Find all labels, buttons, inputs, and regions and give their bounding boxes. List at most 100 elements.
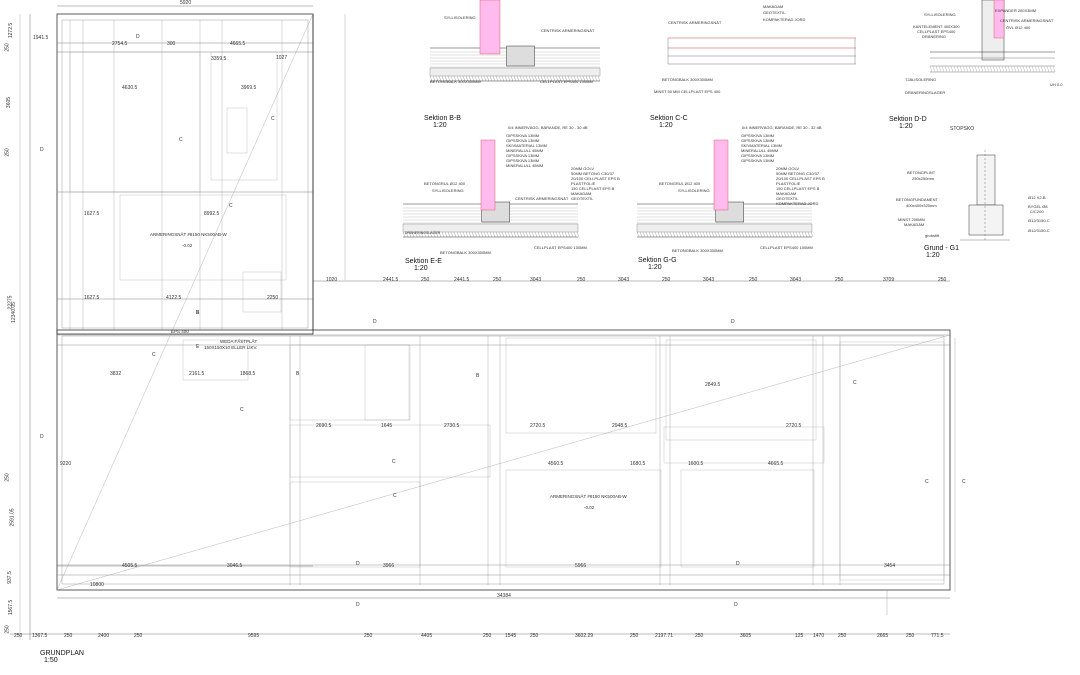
line xyxy=(992,65,996,73)
line xyxy=(540,75,544,82)
sec-b-label-1: SYLLISOLERING xyxy=(432,188,464,193)
sec-c-balk: BETONGBALK 300X300MM xyxy=(672,248,723,253)
row-dimension: 3709 xyxy=(883,277,895,283)
line xyxy=(435,231,439,238)
room-letter: D xyxy=(40,434,44,440)
line xyxy=(564,75,568,82)
line xyxy=(438,231,442,238)
line xyxy=(456,75,460,82)
line xyxy=(977,65,981,73)
gips-b-5: GIPSSKIVA 13MM xyxy=(506,158,540,163)
row-dimension: 1020 xyxy=(326,277,338,283)
rect xyxy=(663,426,825,464)
section-ee-title: Sektion E-E xyxy=(405,258,442,265)
inner-dimension: 1941.5 xyxy=(33,35,49,41)
room-letter: B xyxy=(476,373,480,379)
bottom-dimension: 3605 xyxy=(740,633,752,639)
room-letter: E xyxy=(196,310,200,316)
inner-dimension: 4505.5 xyxy=(122,563,138,569)
gips-b-4: GIPSSKIVA 13MM xyxy=(506,153,540,158)
line xyxy=(444,231,448,238)
line xyxy=(468,231,472,238)
top-r-1: CENTRISK ARMERINGSNÄT xyxy=(1000,18,1054,23)
line xyxy=(711,231,715,238)
line xyxy=(405,231,409,238)
line xyxy=(471,75,475,82)
fund-size-label: 400x400x320mm xyxy=(906,203,937,208)
bottom-dimension: 771.5 xyxy=(931,633,944,639)
minst-label: MINST 200MM xyxy=(898,217,925,222)
line xyxy=(513,231,517,238)
line xyxy=(501,75,505,82)
section-gg-scale: 1:20 xyxy=(648,264,662,271)
floor-c-6: GEOTEXTIL xyxy=(776,196,799,201)
inner-dimension: 1645 xyxy=(381,423,393,429)
rect xyxy=(56,329,951,591)
room-letter: D xyxy=(136,34,140,40)
bottom-dimension: 1367.5 xyxy=(32,633,48,639)
line xyxy=(741,231,745,238)
line xyxy=(423,231,427,238)
row-dimension: 3043 xyxy=(790,277,802,283)
line xyxy=(1028,65,1032,73)
line xyxy=(929,65,933,73)
line xyxy=(980,65,984,73)
top-mid-2: MINST 50 MM CELLPLAST EPS 400 xyxy=(654,89,721,94)
line xyxy=(495,231,499,238)
line xyxy=(648,231,652,238)
line xyxy=(519,75,523,82)
line xyxy=(534,75,538,82)
line xyxy=(702,231,706,238)
sec-b-label-0: BETONGRUL Ø12 400 xyxy=(424,181,466,186)
line xyxy=(693,231,697,238)
line xyxy=(561,231,565,238)
top-r-6: DRÄNERING xyxy=(922,34,947,39)
row-dimension: 2441.5 xyxy=(454,277,470,283)
line xyxy=(938,65,942,73)
bottom-dimension: 9595 xyxy=(248,633,260,639)
gips-c-2: SKIVMATERIAL 13MM xyxy=(741,143,782,148)
line xyxy=(968,65,972,73)
line xyxy=(486,75,490,82)
line xyxy=(498,75,502,82)
bygel-label: BYGEL Ø8 xyxy=(1028,204,1048,209)
gips-c-1: GIPSSKIVA 13MM xyxy=(741,138,775,143)
line xyxy=(429,231,433,238)
inner-dimension: 3454 xyxy=(884,563,896,569)
floor-c-4: 150 CELLPLAST EPS B xyxy=(776,186,820,191)
line xyxy=(495,75,499,82)
left-dimension: 3605 xyxy=(6,96,13,109)
plint-size-label: 250x250mm xyxy=(912,176,935,181)
line xyxy=(792,231,796,238)
room-letter: C xyxy=(853,380,857,386)
top-r-5: CELLPLAST EPS400 xyxy=(917,29,956,34)
line xyxy=(1019,65,1023,73)
inner-dimension: 2250 xyxy=(267,295,279,301)
line xyxy=(483,75,487,82)
row-dimension: 250 xyxy=(835,277,844,283)
line xyxy=(570,75,574,82)
line xyxy=(956,65,960,73)
line xyxy=(507,75,511,82)
line xyxy=(540,231,544,238)
bygel-cc-label: C/C200 xyxy=(1030,209,1044,214)
top-r-2: EXPANDER 200X3MM xyxy=(995,8,1037,13)
line xyxy=(504,75,508,82)
rect xyxy=(713,139,729,211)
line xyxy=(1004,65,1008,73)
rect xyxy=(976,154,996,206)
weda-1: WEDA FÄSTPLÅT xyxy=(220,339,258,344)
line xyxy=(1043,65,1047,73)
top-r-0: SYLLISOLERING xyxy=(924,12,956,17)
line xyxy=(642,231,646,238)
line xyxy=(708,231,712,238)
line xyxy=(474,231,478,238)
line xyxy=(579,75,583,82)
line xyxy=(546,231,550,238)
line xyxy=(558,231,562,238)
gips-b-0: GIPSSKIVA 13MM xyxy=(506,133,540,138)
gips-c-5: GIPSSKIVA 13MM xyxy=(741,158,775,163)
line xyxy=(666,231,670,238)
armering-1-offset: -0.02 xyxy=(182,243,193,248)
